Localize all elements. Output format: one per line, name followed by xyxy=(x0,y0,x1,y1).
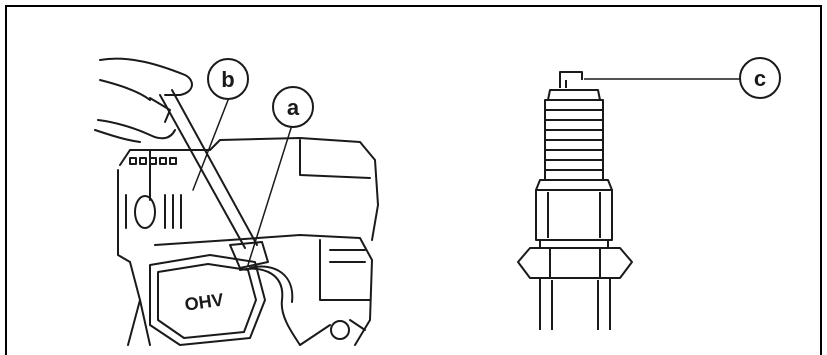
leader-line-a xyxy=(247,124,293,266)
spark-plug-boot xyxy=(249,265,294,303)
plug-hex-edges xyxy=(547,192,601,238)
plug-gasket xyxy=(535,179,613,191)
bolt xyxy=(330,320,350,340)
callout-b-label: b xyxy=(221,67,234,92)
hand-top xyxy=(99,57,193,96)
callout-b-circle xyxy=(207,58,249,100)
callout-a: a xyxy=(272,86,314,128)
callout-c-circle xyxy=(739,57,781,99)
callout-c: c xyxy=(739,57,781,99)
wrench-socket xyxy=(229,241,269,269)
spark-plug-wire xyxy=(239,267,301,346)
plug-hex-upper xyxy=(535,189,613,241)
leader-line-b xyxy=(192,94,231,191)
spark-plug-illustration xyxy=(517,71,740,330)
valve-cover xyxy=(149,254,266,346)
crankcase xyxy=(154,234,373,346)
plug-insulator xyxy=(539,278,611,330)
ground-electrode xyxy=(559,71,583,88)
callout-c-label: c xyxy=(754,66,766,91)
plug-hex-nut xyxy=(517,247,633,279)
callout-a-label: a xyxy=(287,95,300,120)
hand-fingers xyxy=(97,79,176,140)
vent-slots xyxy=(129,157,177,165)
linkage xyxy=(299,319,366,346)
engine-housing-left xyxy=(117,169,131,263)
plug-neck xyxy=(539,240,609,248)
plug-threads xyxy=(545,109,603,171)
plug-hex-nut-faces xyxy=(549,248,601,278)
engine-base xyxy=(127,261,151,346)
engine-housing-top xyxy=(119,137,379,241)
wrench-handle xyxy=(159,89,258,249)
figure-border xyxy=(5,5,822,355)
callout-b: b xyxy=(207,58,249,100)
plug-tip-top xyxy=(547,89,601,101)
valve-cover-inner xyxy=(157,263,257,339)
hand-thumb xyxy=(94,129,141,143)
valve-cover-label: OHV xyxy=(183,289,224,314)
carburetor xyxy=(319,239,371,301)
engine-illustration xyxy=(94,57,379,346)
callout-a-circle xyxy=(272,86,314,128)
plug-insulator-inner xyxy=(551,280,599,330)
hand-knuckle xyxy=(149,97,171,123)
engine-badge xyxy=(125,194,182,229)
